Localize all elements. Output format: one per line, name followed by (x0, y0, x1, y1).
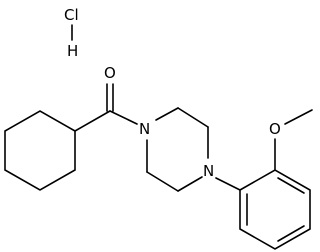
piperazine-nitrogen-2-label: N (203, 162, 214, 180)
hydrogen-atom-label: H (67, 42, 78, 60)
nitrogen-to-aryl-bond (215, 177, 241, 191)
methoxy-methyl-bond (284, 109, 313, 125)
piperazine-nitrogen-1-label: N (139, 120, 150, 138)
chlorine-atom-label: Cl (64, 6, 79, 24)
carbonyl-oxygen-label: O (104, 64, 116, 82)
cyclohexane-ring (4, 110, 76, 191)
methoxy-group: O (269, 109, 313, 171)
methoxyphenyl-ring (239, 169, 311, 250)
piperazine-ring: N N (139, 107, 214, 192)
ring-to-carbonyl-bond (74, 110, 111, 132)
hydrochloride-salt: Cl H (64, 6, 79, 60)
methoxy-oxygen-label: O (269, 120, 281, 138)
carbonyl-group: O (74, 64, 138, 132)
carbonyl-to-nitrogen-bond (109, 110, 138, 125)
